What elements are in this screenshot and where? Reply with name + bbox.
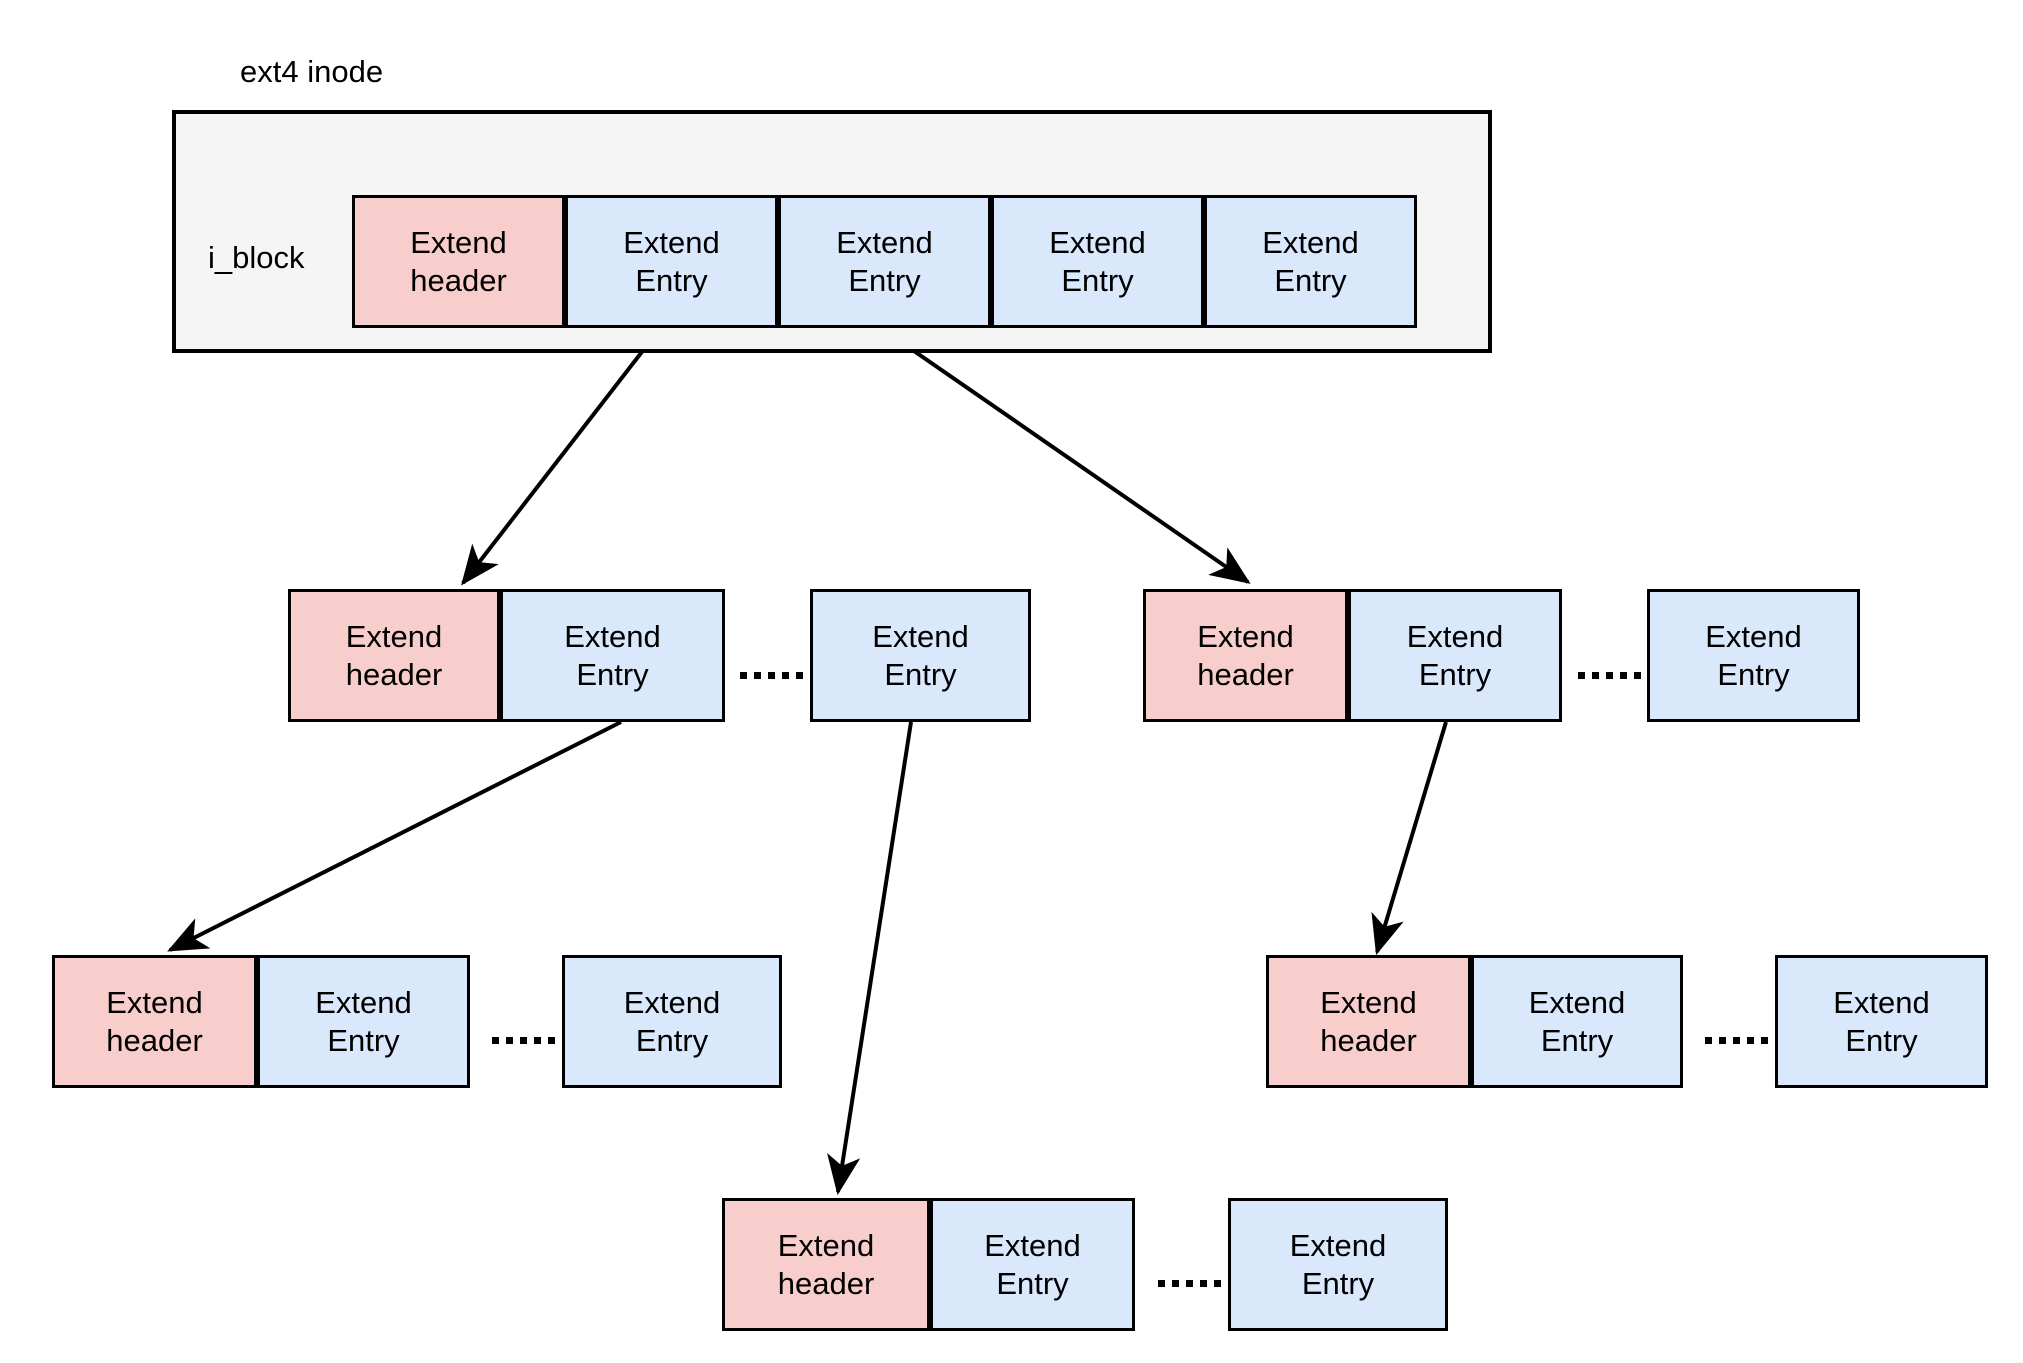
level2-left-extend-entry-1[interactable]: Extend Entry [500, 589, 725, 722]
edge-inode-to-level2-left [461, 333, 657, 586]
level3-right-extend-header[interactable]: Extend header [1266, 955, 1471, 1088]
cell-line-2: Entry [635, 262, 708, 298]
cell-line-1: Extend [1320, 984, 1417, 1020]
dot-icon [782, 672, 789, 679]
cell-line-1: Extend [836, 224, 933, 260]
cell-line-2: Entry [884, 656, 957, 692]
cell-line-1: Extend [345, 618, 443, 654]
cell-line-1: Extend [872, 618, 969, 654]
inode-extend-header[interactable]: Extend header [352, 195, 565, 328]
level3-right-extend-entry-last[interactable]: Extend Entry [1775, 955, 1988, 1088]
dot-icon [492, 1037, 499, 1044]
cell-line-1: Extend [1406, 618, 1504, 654]
cell-line-2: Entry [1540, 1022, 1614, 1058]
level3-right-extend-entry-1[interactable]: Extend Entry [1471, 955, 1683, 1088]
i-block-label: i_block [208, 240, 305, 275]
dot-icon [1733, 1037, 1740, 1044]
cell-line-2: Entry [576, 656, 649, 692]
level3-left-extend-entry-last[interactable]: Extend Entry [562, 955, 782, 1088]
cell-line-2: Entry [1418, 656, 1492, 692]
level3-left-extend-header[interactable]: Extend header [52, 955, 257, 1088]
cell-line-1: Extend [1049, 224, 1146, 260]
dot-icon [1719, 1037, 1726, 1044]
cell-line-1: Extend [984, 1227, 1081, 1263]
cell-line-2: header [410, 262, 507, 298]
cell-line-1: Extend [315, 984, 412, 1020]
dot-icon [754, 672, 761, 679]
cell-line-2: Entry [996, 1265, 1069, 1301]
cell-line-2: Entry [635, 1022, 709, 1058]
dot-icon [1634, 672, 1641, 679]
dot-icon [506, 1037, 513, 1044]
cell-line-1: Extend [1197, 618, 1294, 654]
edge-level2right-to-level3right [1371, 721, 1448, 956]
cell-line-2: header [345, 656, 443, 692]
level2-right-extend-entry-last[interactable]: Extend Entry [1647, 589, 1860, 722]
dot-icon [1186, 1280, 1193, 1287]
page-title: ext4 inode [240, 54, 384, 89]
level2-left-extend-header[interactable]: Extend header [288, 589, 500, 722]
inode-extend-entry-3[interactable]: Extend Entry [991, 195, 1204, 328]
cell-line-1: Extend [1289, 1227, 1387, 1263]
dot-icon [534, 1037, 541, 1044]
inode-extend-entry-1[interactable]: Extend Entry [565, 195, 778, 328]
cell-line-1: Extend [623, 984, 721, 1020]
level4-bottom-ellipsis [1158, 1280, 1235, 1287]
dot-icon [548, 1037, 555, 1044]
dot-icon [1578, 672, 1585, 679]
level3-left-ellipsis [492, 1037, 569, 1044]
dot-icon [796, 672, 803, 679]
cell-line-1: Extend [564, 618, 661, 654]
cell-line-2: Entry [1061, 262, 1134, 298]
dot-icon [520, 1037, 527, 1044]
dot-icon [1200, 1280, 1207, 1287]
cell-line-2: Entry [1274, 262, 1347, 298]
level4-bottom-extend-header[interactable]: Extend header [722, 1198, 930, 1331]
level3-right-ellipsis [1705, 1037, 1782, 1044]
dot-icon [1214, 1280, 1221, 1287]
level2-right-ellipsis [1578, 672, 1655, 679]
cell-line-1: Extend [410, 224, 507, 260]
cell-line-1: Extend [1528, 984, 1626, 1020]
dot-icon [1172, 1280, 1179, 1287]
level4-bottom-extend-entry-1[interactable]: Extend Entry [930, 1198, 1135, 1331]
dot-icon [768, 672, 775, 679]
dot-icon [1592, 672, 1599, 679]
cell-line-2: Entry [1301, 1265, 1375, 1301]
level2-left-ellipsis [740, 672, 817, 679]
level3-left-extend-entry-1[interactable]: Extend Entry [257, 955, 470, 1088]
dot-icon [1158, 1280, 1165, 1287]
cell-line-1: Extend [106, 984, 203, 1020]
cell-line-1: Extend [1833, 984, 1930, 1020]
level2-left-extend-entry-last[interactable]: Extend Entry [810, 589, 1031, 722]
dot-icon [1747, 1037, 1754, 1044]
cell-line-2: header [1197, 656, 1294, 692]
dot-icon [1620, 672, 1627, 679]
dot-icon [1606, 672, 1613, 679]
dot-icon [1761, 1037, 1768, 1044]
level4-bottom-extend-entry-last[interactable]: Extend Entry [1228, 1198, 1448, 1331]
inode-extend-entry-2[interactable]: Extend Entry [778, 195, 991, 328]
cell-line-1: Extend [777, 1227, 875, 1263]
level2-right-extend-header[interactable]: Extend header [1143, 589, 1348, 722]
level2-right-extend-entry-1[interactable]: Extend Entry [1348, 589, 1562, 722]
cell-line-2: Entry [848, 262, 921, 298]
cell-line-1: Extend [1262, 224, 1359, 260]
dot-icon [1705, 1037, 1712, 1044]
cell-line-2: header [106, 1022, 203, 1058]
cell-line-2: header [777, 1265, 875, 1301]
edge-inode-to-level2-right [886, 331, 1251, 584]
cell-line-1: Extend [623, 224, 720, 260]
cell-line-2: header [1320, 1022, 1417, 1058]
dot-icon [740, 672, 747, 679]
inode-extend-entry-4[interactable]: Extend Entry [1204, 195, 1417, 328]
edge-level2mid-to-level4 [827, 721, 913, 1196]
cell-line-2: Entry [327, 1022, 400, 1058]
cell-line-2: Entry [1717, 656, 1790, 692]
cell-line-2: Entry [1845, 1022, 1918, 1058]
edge-level2left-to-level3left [167, 720, 622, 952]
cell-line-1: Extend [1705, 618, 1802, 654]
